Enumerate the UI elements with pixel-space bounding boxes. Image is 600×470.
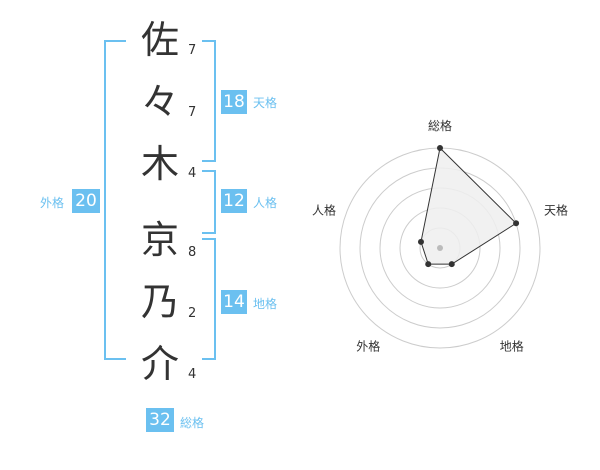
chikaku-bracket	[202, 238, 216, 360]
soukaku-badge: 32	[146, 408, 174, 432]
radar-point-5	[417, 238, 424, 245]
stroke-count-3: 4	[188, 166, 197, 181]
jinkaku-label: 人格	[253, 196, 278, 210]
name-char-2: 々	[140, 80, 179, 124]
name-char-6: 介	[140, 342, 179, 386]
chikaku-label: 地格	[253, 297, 278, 311]
name-char-3: 木	[140, 142, 179, 186]
radar-axis-label-5: 人格	[312, 202, 336, 217]
radar-axis-label-3: 地格	[500, 339, 524, 354]
gaikaku-bracket	[104, 40, 126, 360]
radar-axis-label-1: 総格	[428, 118, 452, 133]
tenkaku-bracket	[202, 40, 216, 162]
chikaku-badge: 14	[221, 290, 247, 314]
radar-data-polygon	[420, 146, 517, 265]
radar-center-dot	[437, 245, 443, 251]
radar-point-4	[425, 261, 432, 268]
radar-point-1	[437, 145, 443, 151]
soukaku-label: 総格	[180, 416, 205, 430]
name-char-5: 乃	[140, 280, 179, 324]
stroke-count-1: 7	[188, 43, 197, 58]
jinkaku-badge: 12	[221, 189, 247, 213]
stroke-count-2: 7	[188, 105, 197, 120]
gaikaku-badge: 20	[72, 189, 100, 213]
name-char-1: 佐	[140, 18, 179, 62]
stroke-count-6: 4	[188, 367, 197, 382]
stroke-count-5: 2	[188, 306, 197, 321]
tenkaku-label: 天格	[253, 96, 278, 110]
radar-axis-label-2: 天格	[544, 202, 568, 217]
radar-point-2	[513, 220, 520, 227]
radar-axis-label-4: 外格	[356, 339, 380, 354]
gaikaku-label: 外格	[40, 196, 65, 210]
stroke-count-4: 8	[188, 245, 197, 260]
jinkaku-bracket	[202, 170, 216, 234]
name-char-4: 京	[140, 218, 179, 262]
tenkaku-badge: 18	[221, 90, 247, 114]
radar-point-3	[448, 261, 455, 268]
